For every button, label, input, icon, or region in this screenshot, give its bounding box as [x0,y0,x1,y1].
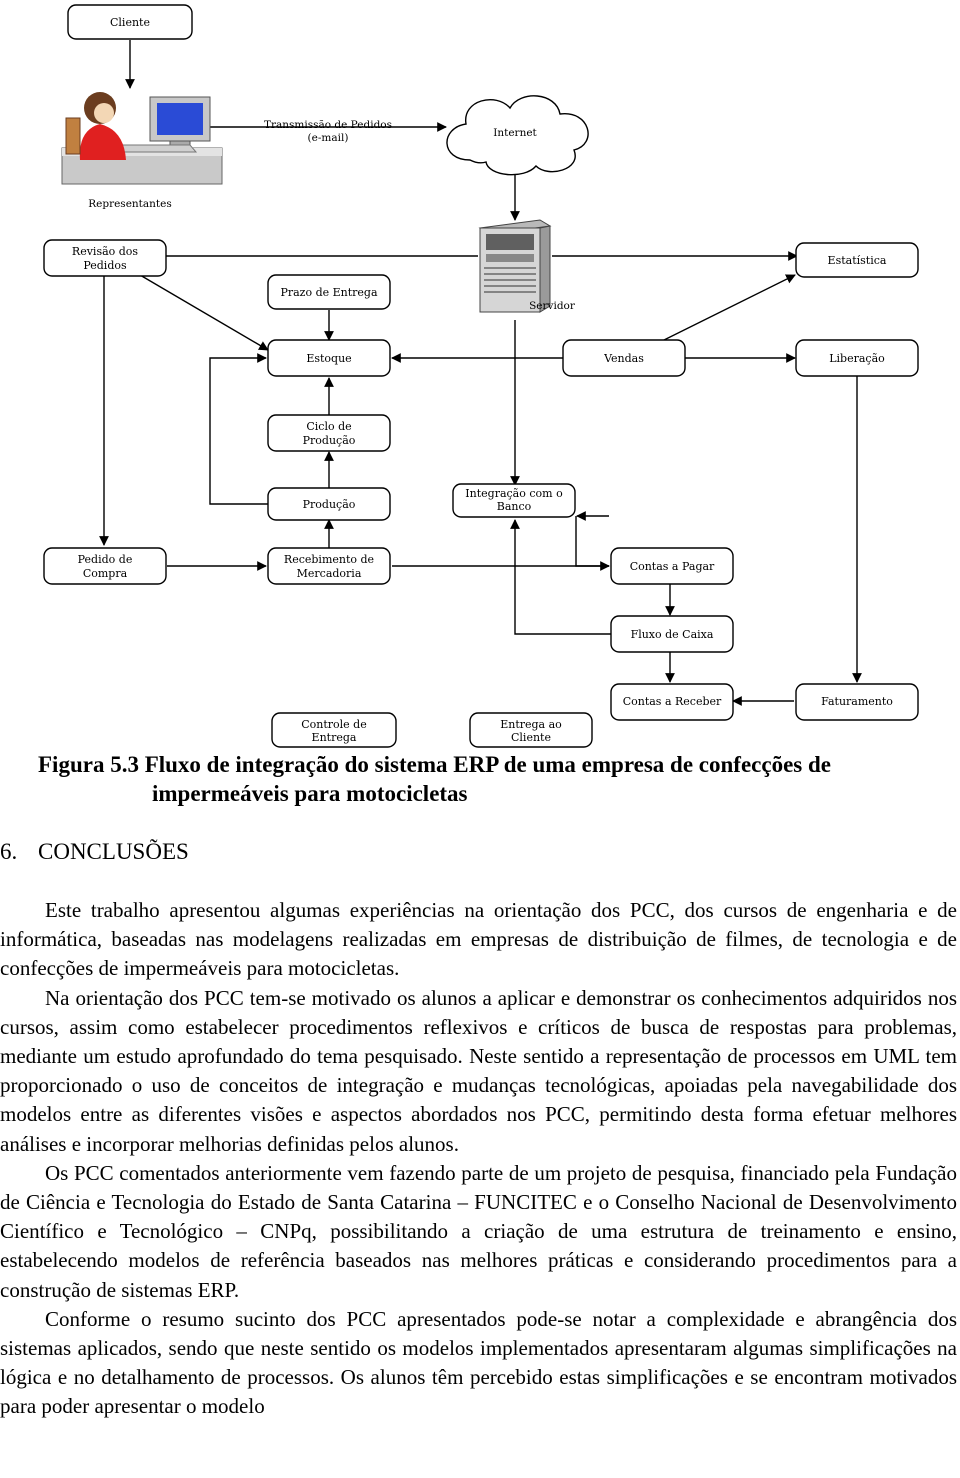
paragraph: Os PCC comentados anteriormente vem faze… [0,1160,957,1302]
arrow-revisao-to-estoque [139,274,269,351]
node-recebimento-label-line2: Mercadoria [297,567,362,580]
node-ciclo-label-line1: Ciclo de [306,420,351,433]
figure-caption-line2: impermeáveis para motocicletas [152,781,468,806]
paragraph: Na orientação dos PCC tem-se motivado os… [0,985,957,1156]
node-estatistica: Estatística [795,242,919,278]
figure-caption-line1: Figura 5.3 Fluxo de integração do sistem… [38,752,831,777]
node-contas-receber-label: Contas a Receber [623,695,722,708]
node-producao: Produção [267,487,391,521]
node-prazo-label: Prazo de Entrega [280,286,378,299]
node-liberacao-label: Liberação [829,352,885,365]
node-faturamento: Faturamento [795,683,919,721]
node-cliente: Cliente [67,4,193,40]
node-fluxo-caixa-label: Fluxo de Caixa [631,628,714,641]
arrow-contas-pagar-to-integracao [575,516,609,567]
node-pedido-compra: Pedido de Compra [43,547,167,585]
section-heading: 6. CONCLUSÕES [0,837,900,866]
node-ciclo-producao: Ciclo de Produção [267,414,391,452]
section-title: CONCLUSÕES [38,839,189,864]
node-producao-label: Produção [303,498,356,511]
erp-flow-diagram: Cliente Representantes Transmissão de Pe… [43,4,919,748]
node-fluxo-caixa: Fluxo de Caixa [610,615,734,653]
node-controle-label-line1: Controle de [301,718,367,731]
node-estoque: Estoque [267,339,391,377]
node-ciclo-label-line2: Produção [303,434,356,447]
node-liberacao: Liberação [795,339,919,377]
transmissao-label-line2: (e-mail) [308,132,349,144]
node-controle-entrega: Controle de Entrega [271,712,397,748]
node-estatistica-label: Estatística [828,254,887,267]
node-pedido-label-line1: Pedido de [78,553,133,566]
arrow-vendas-to-estatistica [663,274,796,341]
transmissao-label-line1: Transmissão de Pedidos [264,119,392,131]
node-prazo-entrega: Prazo de Entrega [267,274,391,310]
cloud-icon [446,95,589,176]
node-faturamento-label: Faturamento [821,695,893,708]
node-estoque-label: Estoque [306,352,351,365]
node-integracao-banco: Integração com o Banco [452,483,576,518]
paragraph: Conforme o resumo sucinto dos PCC aprese… [0,1306,957,1419]
server-icon [478,219,552,313]
conclusions-body: Este trabalho apresentou algumas experiê… [0,896,957,1422]
figure-caption: Figura 5.3 Fluxo de integração do sistem… [38,750,938,808]
node-cliente-label: Cliente [110,16,150,29]
node-vendas-label: Vendas [603,352,644,365]
arrow-fluxo-to-integracao [510,519,611,635]
node-contas-pagar-label: Contas a Pagar [630,560,715,573]
representantes-label: Representantes [88,198,172,210]
loop-producao-estoque [209,353,268,505]
paragraph: Este trabalho apresentou algumas experiê… [0,898,957,981]
section-number: 6. [0,839,18,864]
node-contas-receber: Contas a Receber [610,683,734,721]
node-revisao-label-line2: Pedidos [83,259,127,272]
node-entrega-label-line2: Cliente [511,731,551,744]
node-entrega-label-line1: Entrega ao [500,718,562,731]
node-controle-label-line2: Entrega [312,731,357,744]
node-revisao-pedidos: Revisão dos Pedidos [43,239,167,277]
node-revisao-label-line1: Revisão dos [72,245,139,258]
node-vendas: Vendas [562,339,686,377]
node-integracao-label-line1: Integração com o [465,487,563,500]
servidor-label: Servidor [529,300,576,312]
node-contas-pagar: Contas a Pagar [610,547,734,585]
node-recebimento-label-line1: Recebimento de [284,553,374,566]
node-entrega-cliente: Entrega ao Cliente [469,712,593,748]
internet-label: Internet [493,127,537,139]
node-recebimento-mercadoria: Recebimento de Mercadoria [267,547,391,585]
person-at-computer-icon [61,92,223,185]
node-pedido-label-line2: Compra [83,567,128,580]
node-integracao-label-line2: Banco [497,500,532,513]
diagram-connectors [99,40,862,706]
